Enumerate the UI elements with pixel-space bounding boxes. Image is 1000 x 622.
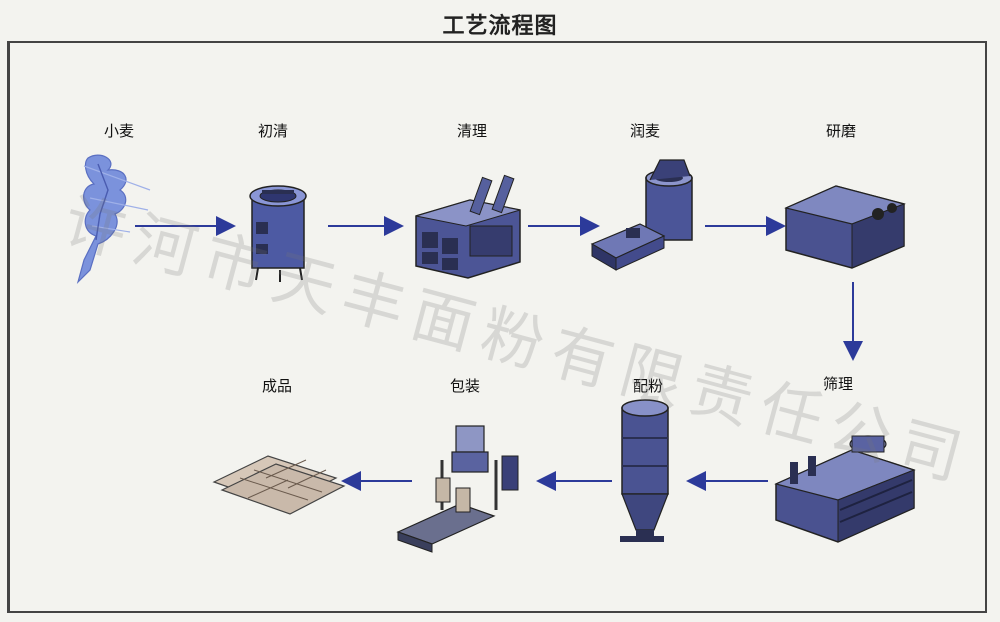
wheat-icon	[76, 154, 151, 285]
step-label-initial-cleaning: 初清	[258, 122, 289, 140]
packing-machine-icon	[396, 425, 519, 553]
step-label-tempering: 润麦	[630, 122, 661, 140]
sifting-machine-icon	[774, 435, 916, 543]
step-label-product: 成品	[262, 377, 293, 395]
step-label-sifting: 筛理	[823, 375, 854, 393]
step-label-packing: 包装	[450, 377, 481, 395]
step-label-cleaning: 清理	[457, 122, 488, 140]
blending-silo-icon	[620, 399, 669, 542]
step-label-blending: 配粉	[633, 377, 664, 395]
step-label-wheat: 小麦	[104, 122, 135, 140]
initial-cleaning-machine-icon	[249, 185, 307, 282]
flour-bags-icon	[212, 455, 346, 515]
tempering-machine-icon	[590, 159, 693, 271]
step-label-milling: 研磨	[826, 122, 857, 140]
milling-machine-icon	[784, 185, 906, 269]
cleaning-machine-icon	[415, 174, 521, 279]
diagram-title: 工艺流程图	[442, 14, 558, 39]
diagram-frame	[7, 41, 987, 613]
